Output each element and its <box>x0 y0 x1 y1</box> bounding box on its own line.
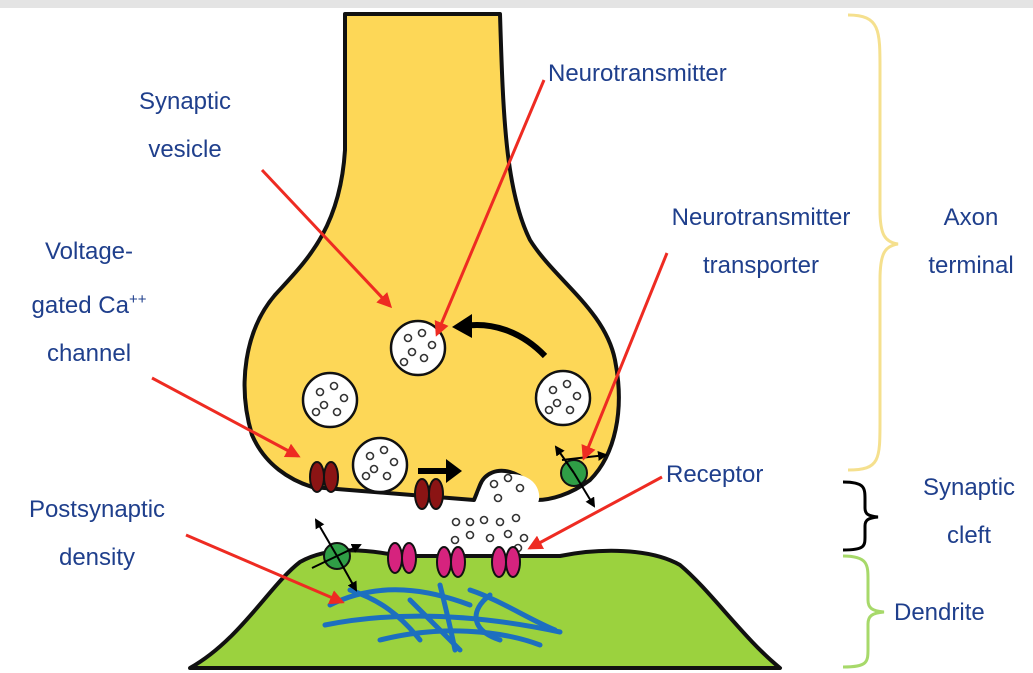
exocytosis-vesicle <box>478 474 539 517</box>
vesicle <box>536 371 590 425</box>
label-axon-terminal: Axon terminal <box>912 194 1030 290</box>
dendrite-bracket <box>843 556 884 667</box>
label-receptor: Receptor <box>666 451 763 499</box>
dendrite-body <box>190 550 780 668</box>
vesicle <box>353 438 407 492</box>
synaptic-cleft-bracket <box>843 482 878 550</box>
label-synaptic-vesicle: Synaptic vesicle <box>115 78 255 174</box>
vesicle <box>391 321 445 375</box>
label-postsynaptic-density: Postsynaptic density <box>4 486 190 582</box>
label-neurotransmitter-transporter: Neurotransmitter transporter <box>636 194 886 290</box>
vesicle <box>303 373 357 427</box>
label-synaptic-cleft: Synaptic cleft <box>904 464 1033 560</box>
label-dendrite: Dendrite <box>894 589 985 637</box>
top-border-bar <box>0 0 1033 8</box>
receptors <box>388 543 520 577</box>
released-neurotransmitters <box>452 515 528 552</box>
label-voltage-gated-channel: Voltage- gated Ca++ channel <box>4 228 174 378</box>
label-neurotransmitter: Neurotransmitter <box>548 50 727 98</box>
